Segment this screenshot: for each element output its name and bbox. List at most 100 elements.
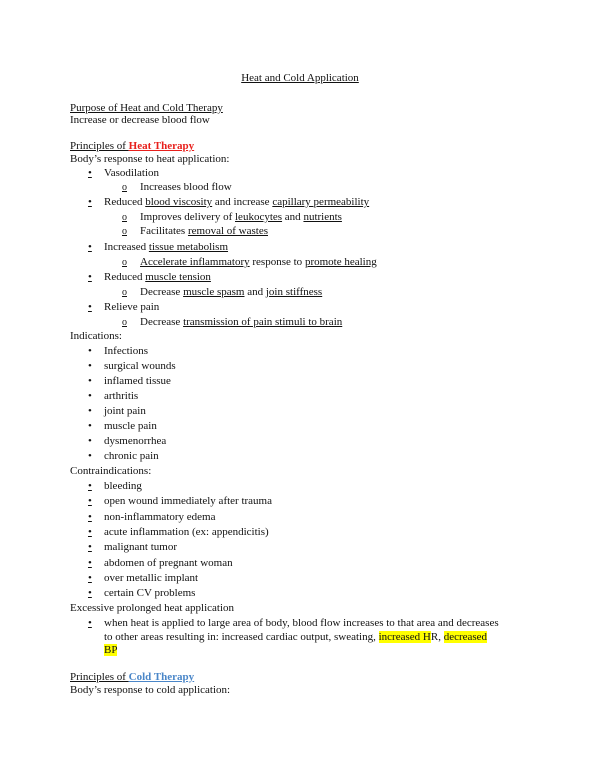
list-subitem: o Decrease transmission of pain stimuli t… <box>122 315 342 330</box>
item-text: Vasodilation <box>104 167 159 179</box>
item-term: join stiffness <box>265 286 323 298</box>
bullet-icon: • <box>88 557 92 569</box>
item-term: blood viscosity <box>145 196 213 208</box>
list-item: • joint pain <box>88 404 146 418</box>
list-item: • Increased tissue metabolism <box>88 240 228 254</box>
bullet-icon: • <box>88 435 92 447</box>
list-item: • when heat is applied to large area of b… <box>88 616 499 630</box>
list-item: •over metallic implant <box>88 571 198 585</box>
item-text: surgical wounds <box>104 360 176 372</box>
item-text: malignant tumor <box>104 541 178 553</box>
bullet-icon: • <box>88 572 92 584</box>
item-text: non-inflammatory edema <box>104 511 216 523</box>
item-text: and increase <box>212 196 273 208</box>
contraindications-label: Contraindications: <box>70 465 152 477</box>
bullet-icon: • <box>88 405 92 417</box>
bullet-icon: • <box>88 617 92 629</box>
bullet-icon: • <box>88 526 92 538</box>
list-item-continuation: to other areas resulting in: increased c… <box>104 630 488 644</box>
bullet-icon: • <box>88 241 92 253</box>
item-text: acute inflammation (ex: appendicitis) <box>104 526 269 538</box>
item-text: and <box>244 286 266 298</box>
item-text: Reduced <box>104 271 146 283</box>
list-item: • Reduced muscle tension <box>88 270 211 284</box>
item-text: arthritis <box>104 390 139 402</box>
item-text: chronic pain <box>104 450 159 462</box>
heat-heading-emphasis: Heat Therapy <box>128 140 195 152</box>
bullet-icon: • <box>88 511 92 523</box>
item-text: inflamed tissue <box>104 375 171 387</box>
bullet-icon: • <box>88 360 92 372</box>
item-term: promote healing <box>304 256 377 268</box>
sub-bullet-icon: o <box>122 212 127 223</box>
item-text: Facilitates <box>140 225 188 237</box>
item-text: and <box>282 211 304 223</box>
excessive-label: Excessive prolonged heat application <box>70 602 235 614</box>
item-term: capillary permeability <box>272 196 370 208</box>
indications-label: Indications: <box>70 330 122 342</box>
list-item: • bleeding <box>88 479 142 493</box>
item-term: nutrients <box>303 211 342 223</box>
heat-response-label: Body’s response to heat application: <box>70 153 230 165</box>
item-text: certain CV problems <box>104 587 196 599</box>
list-item: •inflamed tissue <box>88 374 171 388</box>
item-term: transmission of pain stimuli to brain <box>183 316 343 328</box>
item-term: leukocytes <box>235 211 283 223</box>
purpose-text: Increase or decrease blood flow <box>70 114 210 126</box>
highlighted-text: BP <box>104 644 118 656</box>
item-text: Increases blood flow <box>140 181 232 193</box>
sub-bullet-icon: o <box>122 257 127 268</box>
bullet-icon: • <box>88 587 92 599</box>
list-item-continuation: BP <box>104 643 118 657</box>
bullet-icon: • <box>88 420 92 432</box>
list-subitem: o Improves delivery of leukocytes and nut… <box>122 210 342 225</box>
item-text: abdomen of pregnant woman <box>104 557 233 569</box>
list-item: • abdomen of pregnant woman <box>88 556 233 570</box>
document-title: Heat and Cold Application <box>241 72 359 84</box>
bullet-icon: • <box>88 390 92 402</box>
list-item: •Infections <box>88 344 148 358</box>
item-text: to other areas resulting in: increased c… <box>104 631 379 643</box>
item-text: Relieve pain <box>104 301 160 313</box>
bullet-icon: • <box>88 167 92 179</box>
list-item: • certain CV problems <box>88 586 195 600</box>
item-text: muscle pain <box>104 420 157 432</box>
list-item: • muscle pain <box>88 419 157 433</box>
bullet-icon: • <box>88 196 92 208</box>
list-item: • acute inflammation (ex: appendicitis) <box>88 525 269 539</box>
bullet-icon: • <box>88 301 92 313</box>
item-term: tissue metabolism <box>148 241 229 253</box>
list-item: • non-inflammatory edema <box>88 510 216 524</box>
bullet-icon: • <box>88 271 92 283</box>
sub-bullet-icon: o <box>122 182 127 193</box>
bullet-icon: • <box>88 480 92 492</box>
item-term: muscle tension <box>145 271 211 283</box>
sub-bullet-icon: o <box>122 287 127 298</box>
item-text: Increased <box>104 241 149 253</box>
cold-response-label: Body’s response to cold application: <box>70 684 231 696</box>
item-text: Decrease <box>140 286 184 298</box>
bullet-icon: • <box>88 450 92 462</box>
item-text: Improves delivery of <box>140 211 235 223</box>
item-text: joint pain <box>104 405 146 417</box>
item-text: R <box>430 631 439 643</box>
item-text: when heat is applied to large area of bo… <box>104 617 499 629</box>
purpose-heading: Purpose of Heat and Cold Therapy <box>70 102 223 114</box>
bullet-icon: • <box>88 495 92 507</box>
list-subitem: o Increases blood flow <box>122 180 232 195</box>
item-text: Infections <box>104 345 148 357</box>
item-term: Accelerate inflammatory <box>140 256 250 268</box>
sub-bullet-icon: o <box>122 317 127 328</box>
item-text: , <box>438 631 444 643</box>
heat-heading: Principles of Heat Therapy <box>70 139 194 153</box>
highlighted-text: increased H <box>378 631 431 643</box>
item-text: bleeding <box>104 480 142 492</box>
list-item: • Vasodilation <box>88 166 159 180</box>
list-item: • surgical wounds <box>88 359 176 373</box>
item-text: Decrease <box>140 316 184 328</box>
list-item: •malignant tumor <box>88 540 177 554</box>
list-item: • chronic pain <box>88 449 159 463</box>
list-item: •Reduced blood viscosity and increase ca… <box>88 195 369 209</box>
